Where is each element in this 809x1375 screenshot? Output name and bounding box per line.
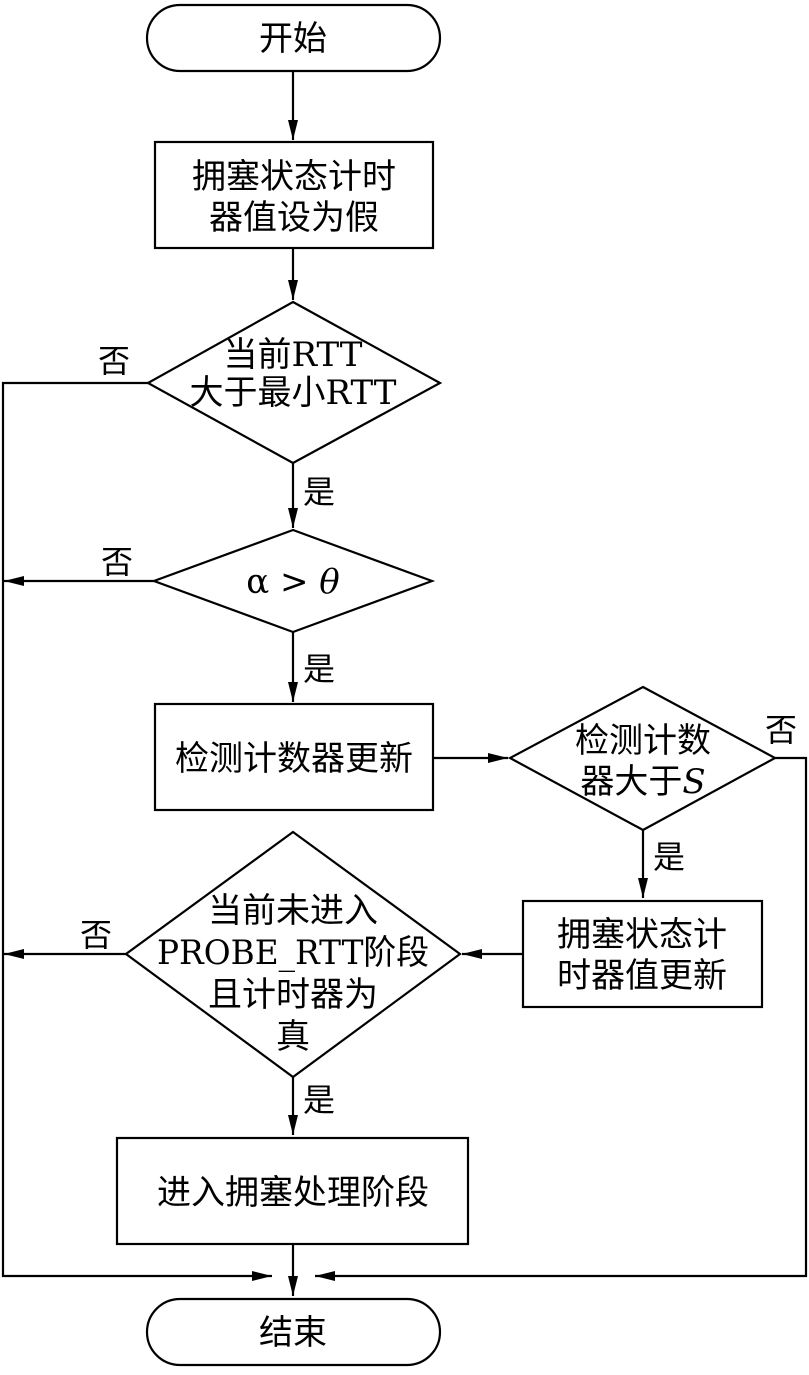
timer-update-label-line2: 时器值更新: [557, 956, 727, 996]
enter-congestion-box: 进入拥塞处理阶段: [115, 1136, 470, 1246]
rtt-decision-label-line1: 当前RTT: [224, 335, 363, 375]
alpha-theta-decision-diamond: α > θ: [150, 528, 436, 634]
probe-rtt-label-line3: 且计时器为: [208, 975, 378, 1015]
rtt-decision-diamond: 当前RTT 大于最小RTT: [145, 300, 443, 465]
alpha-theta-decision-label: α > θ: [246, 562, 340, 602]
count-threshold-label-text: 器大于: [580, 762, 682, 802]
alpha-yes-label: 是: [303, 650, 335, 688]
counter-update-label: 检测计数器更新: [175, 739, 413, 779]
end-terminal: 结束: [145, 1297, 442, 1367]
greater-than-symbol: >: [269, 562, 319, 602]
threshold-s-symbol: S: [682, 762, 705, 802]
init-timer-label-line1: 拥塞状态计时: [192, 157, 396, 197]
count-threshold-label-line2: 器大于S: [580, 762, 705, 802]
timer-update-box: 拥塞状态计 时器值更新: [521, 899, 764, 1009]
counter-update-box: 检测计数器更新: [153, 702, 435, 812]
edge-count-no: [315, 756, 808, 1281]
count-threshold-decision-diamond: 检测计数 器大于S: [507, 685, 778, 832]
alpha-symbol: α: [246, 562, 269, 602]
theta-symbol: θ: [319, 562, 339, 602]
rtt-decision-label-line2: 大于最小RTT: [190, 373, 397, 413]
enter-congestion-label: 进入拥塞处理阶段: [157, 1173, 429, 1213]
edge-rtt-no: [1, 381, 272, 1281]
rtt-no-label: 否: [98, 342, 130, 380]
count-threshold-label-line1: 检测计数: [575, 721, 711, 761]
alpha-no-label: 否: [101, 543, 133, 581]
timer-update-label-line1: 拥塞状态计: [557, 915, 727, 955]
count-no-label: 否: [765, 711, 797, 749]
probe-rtt-label-line4: 真: [276, 1017, 310, 1057]
rtt-yes-label: 是: [303, 473, 335, 511]
count-yes-label: 是: [653, 838, 685, 876]
start-terminal: 开始: [145, 3, 442, 73]
probe-no-label: 否: [80, 916, 112, 954]
init-timer-box: 拥塞状态计时 器值设为假: [153, 140, 435, 250]
probe-rtt-decision-diamond: 当前未进入 PROBE_RTT阶段 且计时器为 真: [124, 830, 462, 1079]
end-label: 结束: [259, 1313, 327, 1353]
start-label: 开始: [259, 19, 327, 59]
probe-rtt-label-line1: 当前未进入: [208, 891, 378, 931]
init-timer-label-line2: 器值设为假: [209, 198, 379, 238]
probe-rtt-label-line2: PROBE_RTT阶段: [157, 933, 429, 973]
probe-yes-label: 是: [303, 1081, 335, 1119]
